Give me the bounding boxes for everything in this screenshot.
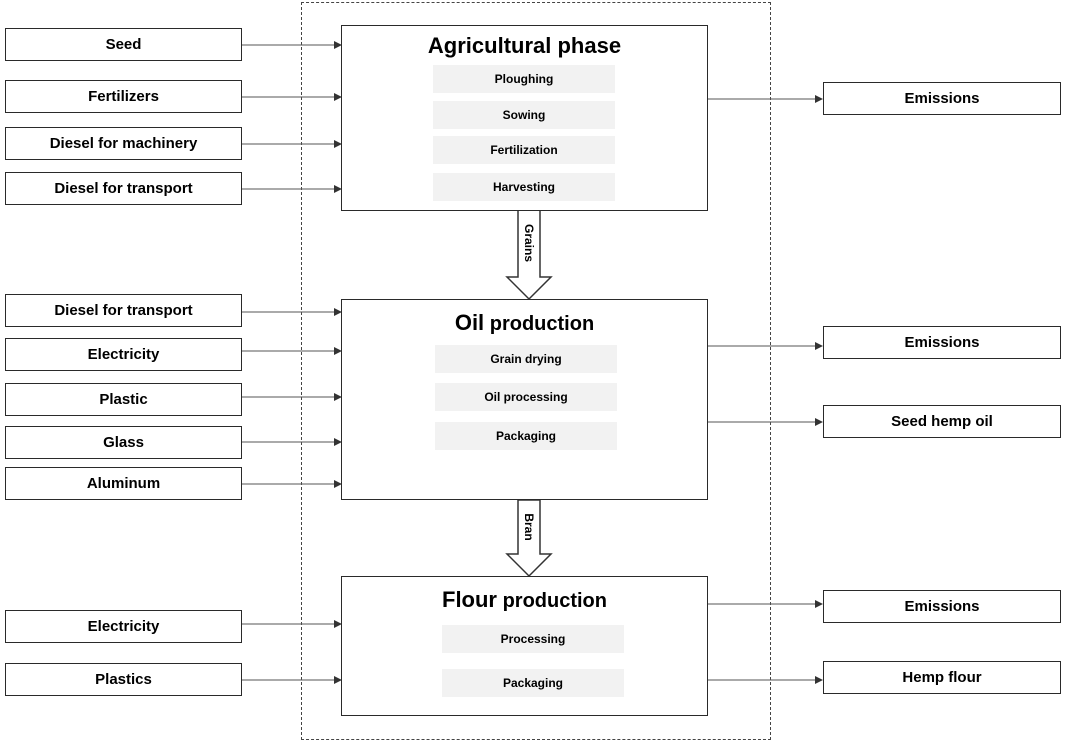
- output-emissions: Emissions: [823, 326, 1061, 359]
- step-grain-drying: Grain drying: [435, 345, 617, 373]
- stage-title-bold: Oil: [454, 310, 485, 335]
- stage-title-bold: Agricultural phase: [427, 33, 622, 58]
- step-sowing: Sowing: [433, 101, 615, 129]
- stage-title: Agricultural phase: [342, 33, 707, 59]
- system-boundary: [301, 2, 771, 740]
- input-plastic: Plastic: [5, 383, 242, 416]
- flow-label-grains: Grains: [522, 223, 536, 262]
- bran-flow-arrow: [505, 499, 553, 578]
- input-electricity: Electricity: [5, 338, 242, 371]
- stage-oil-production: Oil production Grain drying Oil processi…: [341, 299, 708, 500]
- grains-flow-arrow: [505, 209, 553, 301]
- input-diesel-transport: Diesel for transport: [5, 172, 242, 205]
- stage-title-rest: production: [489, 313, 595, 335]
- flow-label-bran: Bran: [522, 513, 536, 541]
- output-hemp-flour: Hemp flour: [823, 661, 1061, 694]
- stage-title-bold: Flour: [442, 587, 497, 612]
- step-packaging: Packaging: [435, 422, 617, 450]
- input-seed: Seed: [5, 28, 242, 61]
- step-packaging: Packaging: [442, 669, 624, 697]
- step-harvesting: Harvesting: [433, 173, 615, 201]
- step-processing: Processing: [442, 625, 624, 653]
- input-plastics: Plastics: [5, 663, 242, 696]
- input-electricity: Electricity: [5, 610, 242, 643]
- step-fertilization: Fertilization: [433, 136, 615, 164]
- stage-title: Oil production: [342, 310, 707, 336]
- output-seed-hemp-oil: Seed hemp oil: [823, 405, 1061, 438]
- output-emissions: Emissions: [823, 82, 1061, 115]
- stage-title: Flour production: [342, 587, 707, 613]
- output-emissions: Emissions: [823, 590, 1061, 623]
- stage-agricultural-phase: Agricultural phase Ploughing Sowing Fert…: [341, 25, 708, 211]
- step-oil-processing: Oil processing: [435, 383, 617, 411]
- input-diesel-transport: Diesel for transport: [5, 294, 242, 327]
- input-aluminum: Aluminum: [5, 467, 242, 500]
- input-diesel-machinery: Diesel for machinery: [5, 127, 242, 160]
- stage-flour-production: Flour production Processing Packaging: [341, 576, 708, 716]
- input-glass: Glass: [5, 426, 242, 459]
- step-ploughing: Ploughing: [433, 65, 615, 93]
- stage-title-rest: production: [502, 590, 607, 612]
- input-fertilizers: Fertilizers: [5, 80, 242, 113]
